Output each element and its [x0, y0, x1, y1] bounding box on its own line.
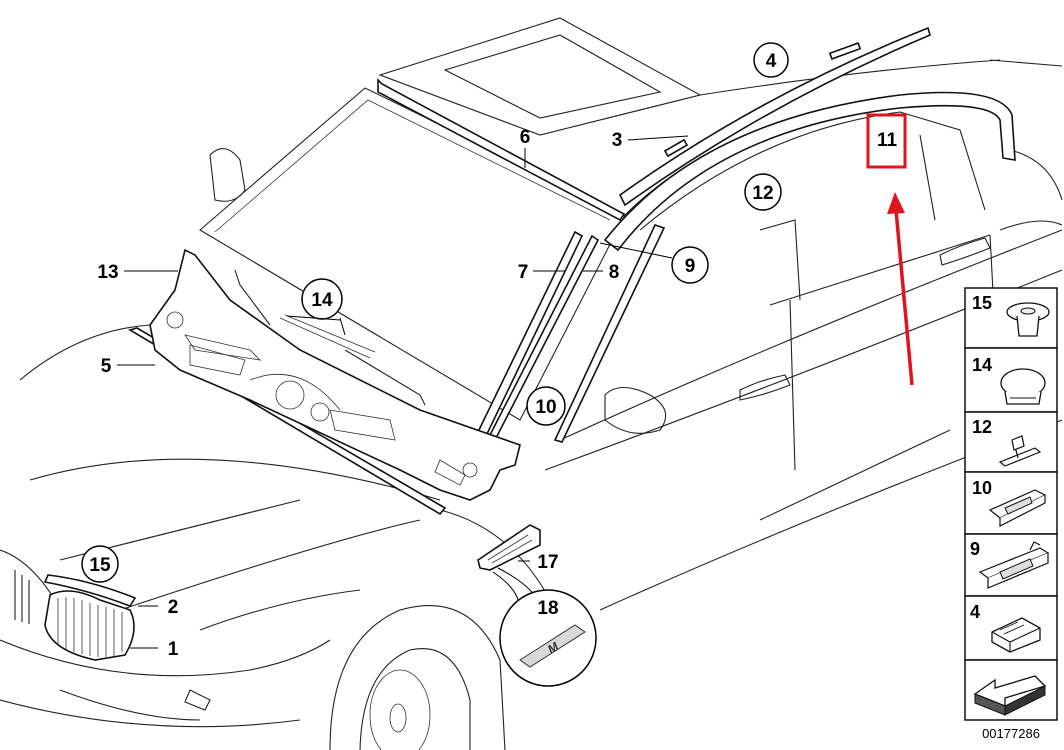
kidney-grille: [44, 590, 135, 661]
callout-8: 8: [583, 262, 619, 283]
diagram-code: 00177286: [982, 726, 1040, 741]
end-cap-clip-icon: [991, 617, 1041, 653]
svg-text:13: 13: [97, 262, 118, 283]
sidebar-item-12: 12: [964, 411, 1058, 473]
a-pillar-trim: [553, 224, 666, 443]
cowl-panel: [149, 248, 521, 501]
svg-text:11: 11: [877, 130, 898, 151]
callout-4: 4: [753, 42, 789, 78]
sidebar-item-10: 10: [964, 471, 1058, 535]
windshield-top-trim: [377, 78, 626, 222]
svg-text:6: 6: [520, 127, 531, 148]
svg-text:4: 4: [766, 51, 777, 72]
svg-text:9: 9: [685, 256, 696, 277]
roof-molding-clip: [828, 42, 862, 60]
wiper-arm-left: [234, 269, 271, 326]
callout-9: 9: [599, 242, 709, 284]
sidebar-item-14: 14: [964, 347, 1058, 413]
svg-text:5: 5: [101, 356, 112, 377]
callout-15: 15: [81, 545, 119, 583]
holder-clip-icon: [978, 541, 1050, 589]
wiper-arm-right: [344, 349, 426, 406]
svg-text:7: 7: [518, 262, 529, 283]
small-parts-sidebar: 15 14 12: [964, 287, 1058, 741]
roof-molding-clip-3: [663, 138, 689, 158]
svg-text:4: 4: [970, 602, 980, 622]
sidebar-item-15: 15: [964, 287, 1058, 349]
svg-text:18: 18: [537, 598, 558, 619]
callout-1: 1: [130, 639, 179, 660]
retaining-clip-icon: [998, 435, 1042, 467]
svg-text:14: 14: [311, 290, 333, 311]
roof-channel-trim: [603, 91, 1016, 252]
callout-18: 18 M: [492, 567, 597, 687]
callout-17: 17: [518, 552, 559, 573]
next-page-arrow-icon: [973, 675, 1047, 716]
callout-14: 14: [286, 278, 346, 336]
grille-trim-strip: [43, 574, 137, 607]
side-marker-light: [477, 524, 541, 571]
callout-5: 5: [101, 356, 155, 377]
sidebar-item-4: 4: [964, 595, 1058, 661]
bracket-clip-icon: [988, 489, 1047, 527]
highlight-arrow: [887, 192, 914, 386]
svg-text:10: 10: [972, 478, 992, 498]
svg-text:15: 15: [89, 555, 111, 576]
sidebar-item-9: 9: [964, 533, 1058, 597]
svg-text:14: 14: [972, 355, 992, 375]
svg-text:8: 8: [609, 262, 620, 283]
m-emblem: M: [519, 624, 586, 668]
callout-7: 7: [518, 262, 565, 283]
svg-text:12: 12: [972, 417, 992, 437]
callout-3: 3: [612, 130, 689, 151]
callout-11-highlight-box: [866, 113, 907, 169]
svg-text:17: 17: [537, 552, 558, 573]
callout-13: 13: [97, 262, 178, 283]
roof-molding: [618, 26, 931, 207]
svg-text:12: 12: [752, 183, 773, 204]
sidebar-footer: [964, 659, 1058, 721]
svg-text:10: 10: [535, 397, 556, 418]
callout-2: 2: [138, 597, 178, 618]
callout-10: 10: [526, 386, 566, 426]
svg-text:15: 15: [972, 293, 992, 313]
svg-text:1: 1: [168, 639, 179, 660]
callout-12: 12: [744, 173, 782, 211]
callout-11: 11: [866, 113, 907, 169]
push-rivet-clip-icon: [1006, 302, 1050, 337]
svg-text:9: 9: [970, 539, 980, 559]
svg-text:2: 2: [168, 597, 179, 618]
svg-text:3: 3: [612, 130, 623, 151]
round-clip-icon: [1000, 368, 1046, 405]
callout-6: 6: [520, 127, 531, 168]
